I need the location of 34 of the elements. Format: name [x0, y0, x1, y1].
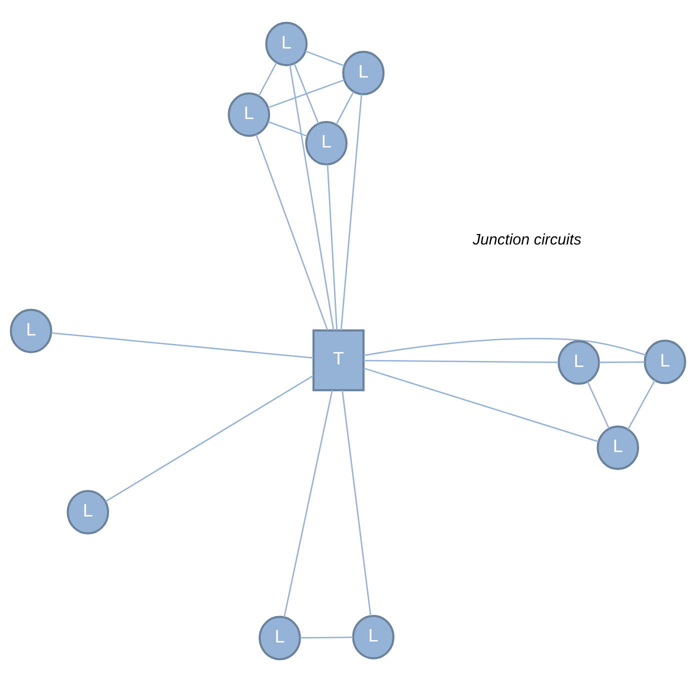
connector	[627, 380, 656, 430]
connector	[336, 90, 354, 124]
connector	[326, 164, 338, 330]
label: Junction circuits	[472, 230, 582, 248]
connector	[364, 337, 646, 356]
node-box: T	[312, 328, 365, 391]
connector	[342, 390, 372, 616]
connector	[599, 360, 645, 363]
connector	[364, 367, 599, 442]
node-circle: L	[342, 50, 385, 95]
node-circle: L	[352, 614, 394, 659]
connector	[268, 120, 308, 136]
node-circle: L	[10, 308, 52, 353]
node-circle: L	[265, 21, 308, 66]
connector	[256, 134, 328, 330]
node-circle: L	[596, 425, 640, 470]
connector	[284, 390, 333, 617]
connector	[305, 50, 345, 66]
node-circle: L	[305, 120, 348, 165]
node-circle: L	[644, 339, 686, 384]
connector	[364, 359, 559, 363]
connector	[294, 62, 320, 124]
connector	[268, 78, 344, 108]
node-circle: L	[558, 340, 600, 384]
connector	[340, 94, 362, 330]
node-circle: L	[258, 615, 302, 660]
connector	[289, 64, 334, 330]
connector	[586, 380, 610, 428]
node-circle: L	[228, 92, 270, 136]
connector	[105, 374, 314, 502]
connector	[300, 636, 354, 638]
connector	[258, 62, 278, 96]
node-circle: L	[66, 489, 110, 534]
connector	[51, 332, 314, 358]
